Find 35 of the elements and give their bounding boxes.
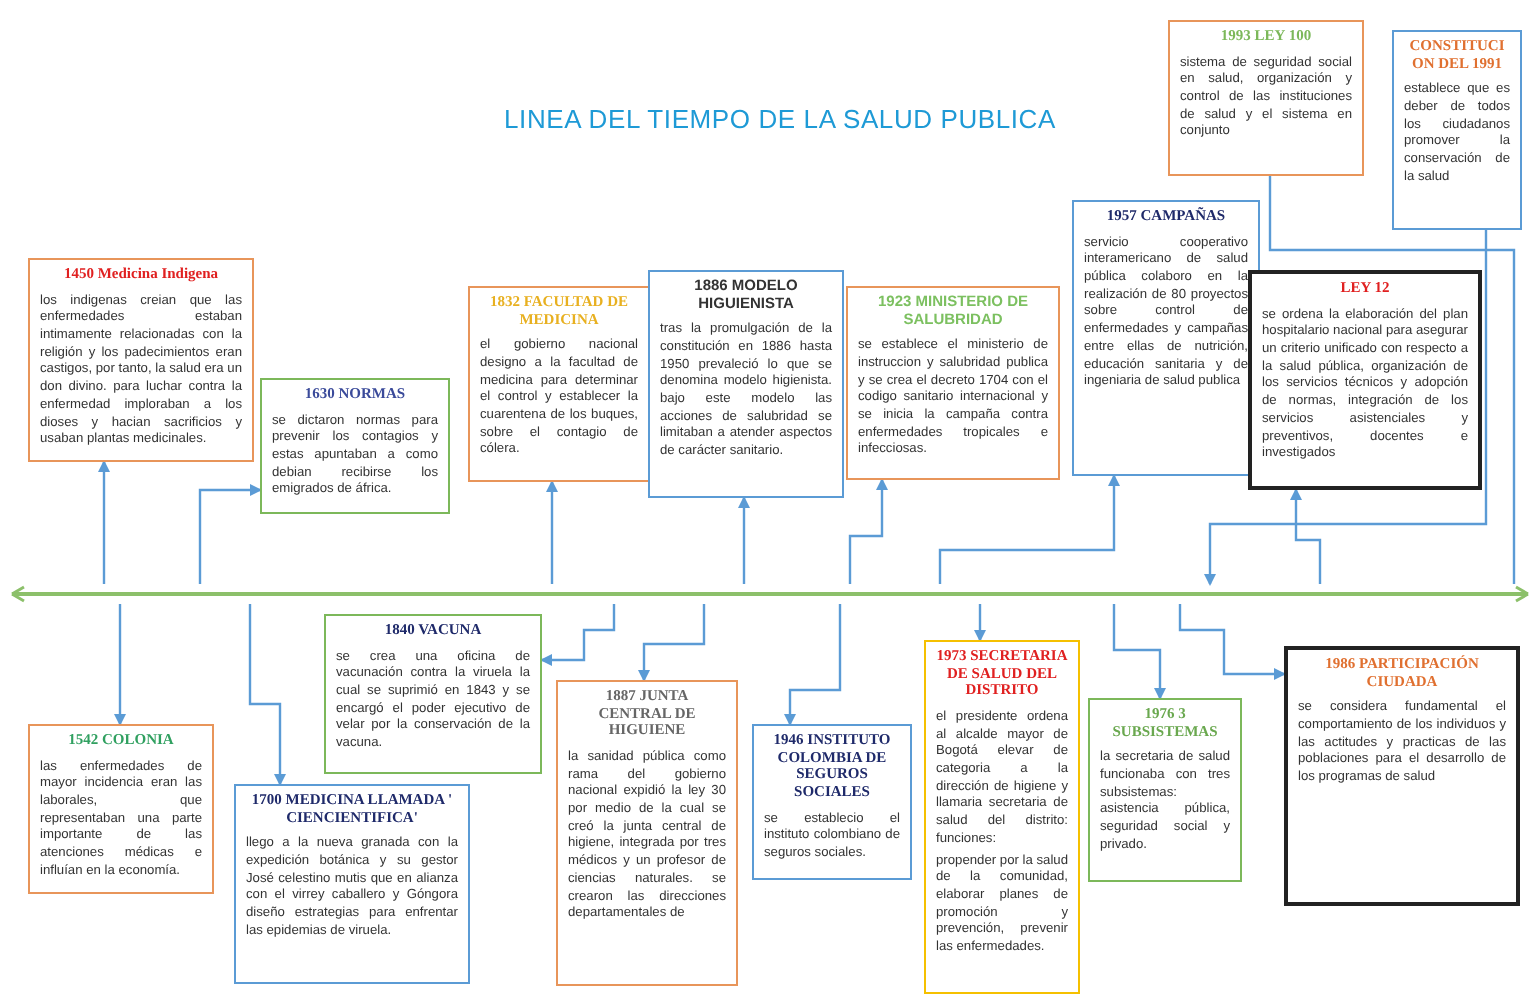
event-card — [28, 724, 214, 894]
connector-arrow — [1178, 604, 1286, 680]
connector-arrow — [114, 604, 126, 726]
event-card — [556, 680, 738, 986]
event-card — [468, 286, 650, 482]
connector-arrow — [98, 459, 110, 584]
connector-arrow — [974, 604, 986, 642]
event-card — [1088, 698, 1242, 882]
title: LINEA DEL TIEMPO DE LA SALUD PUBLICA — [502, 104, 1058, 134]
connector-arrow — [738, 496, 750, 584]
event-card — [28, 258, 254, 462]
connector-arrow — [1204, 230, 1488, 586]
connector-arrow — [248, 604, 286, 786]
event-card — [752, 724, 912, 880]
event-card — [1072, 200, 1260, 476]
connector-arrow — [638, 604, 706, 682]
event-card — [924, 640, 1080, 994]
connector-arrow — [784, 604, 842, 726]
connector-arrow — [546, 480, 558, 584]
connector-arrow — [848, 478, 888, 584]
event-card — [1284, 646, 1520, 906]
event-card — [234, 784, 470, 984]
event-card — [260, 378, 450, 514]
event-card — [324, 614, 542, 774]
event-card — [1248, 270, 1482, 490]
connector-arrow — [198, 484, 262, 584]
connector-arrow — [1290, 488, 1322, 584]
connector-arrow — [938, 474, 1120, 584]
event-card — [1168, 20, 1364, 176]
event-card — [846, 286, 1060, 480]
timeline-axis — [10, 584, 1530, 604]
event-card — [1392, 30, 1522, 230]
connector-arrow — [1112, 604, 1166, 700]
connector-arrow — [540, 604, 616, 666]
event-card — [648, 270, 844, 498]
